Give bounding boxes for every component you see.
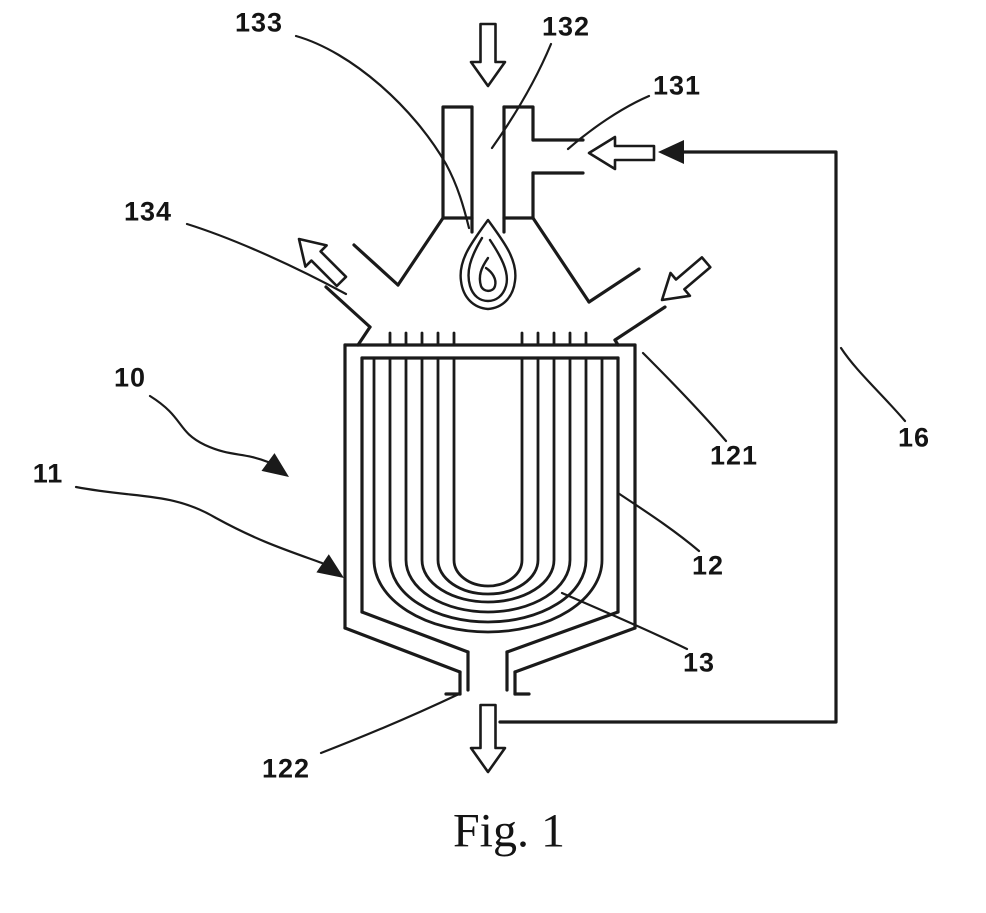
leader-11-arrowhead-icon <box>316 554 344 578</box>
flame-outer <box>459 218 517 311</box>
ref-label-131: 131 <box>652 70 702 101</box>
vessel-walls <box>343 343 637 630</box>
flame-inner-swirl <box>478 256 497 293</box>
side-inlet-pipe <box>531 138 585 175</box>
u-tube-1 <box>372 356 604 634</box>
ref-label-122: 122 <box>261 753 311 784</box>
leader-133 <box>294 34 471 230</box>
ref-label-121: 121 <box>709 440 759 471</box>
leader-131 <box>566 94 651 151</box>
leader-16 <box>839 346 907 423</box>
u-tube-3 <box>404 356 572 614</box>
ref-label-133: 133 <box>234 7 284 38</box>
recycle-pipe-path <box>498 150 838 724</box>
recycle-arrowhead-icon <box>658 140 684 164</box>
funnel-left-wall <box>356 216 445 347</box>
burner-inner-tube <box>470 105 506 234</box>
burner-outer-left <box>441 105 474 220</box>
vessel-shell <box>343 343 637 696</box>
tube-stub-row <box>388 331 588 347</box>
right-feed-arrow-icon <box>660 256 712 302</box>
leader-11 <box>74 485 324 565</box>
u-tube-5 <box>436 356 540 596</box>
leader-132 <box>490 42 553 150</box>
left-vent-nozzle-walls <box>324 243 400 329</box>
recycle-line <box>498 140 838 724</box>
leader-121 <box>641 351 728 443</box>
u-tube-6 <box>452 356 524 588</box>
bottom-outlet-arrow-icon <box>469 703 507 774</box>
leader-lines <box>74 34 907 755</box>
flame <box>459 218 517 311</box>
leader-10 <box>148 394 270 464</box>
funnel-right-wall <box>531 216 620 347</box>
left-vent-arrow-icon <box>297 237 348 288</box>
u-tube-2 <box>388 356 588 624</box>
right-feed-nozzle-walls <box>587 267 667 342</box>
ref-label-10: 10 <box>113 362 147 393</box>
inner-shell <box>360 356 620 614</box>
vessel-bottom-outer <box>343 626 637 674</box>
ref-label-11: 11 <box>32 458 64 489</box>
leader-10-arrowhead-icon <box>261 453 289 477</box>
left-vent-nozzle <box>324 243 400 329</box>
burner-assembly <box>441 105 535 234</box>
tube-sheet-stubs <box>388 331 588 347</box>
u-tube-bundle <box>372 356 604 634</box>
ref-label-134: 134 <box>123 196 173 227</box>
leader-12 <box>616 491 701 553</box>
vessel-bottom-inner <box>360 610 620 654</box>
flow-arrows <box>297 22 712 774</box>
side-inlet-pipe-walls <box>531 138 585 175</box>
ref-label-12: 12 <box>691 550 725 581</box>
u-tube-4 <box>420 356 556 604</box>
flame-middle <box>467 236 509 303</box>
burner-outer-right <box>502 105 535 220</box>
top-inlet-arrow-icon <box>469 22 507 88</box>
leader-134 <box>185 222 348 296</box>
right-feed-nozzle <box>587 267 667 342</box>
ref-label-16: 16 <box>897 422 931 453</box>
ref-label-132: 132 <box>541 11 591 42</box>
figure-caption: Fig. 1 <box>452 804 566 858</box>
leader-122 <box>319 692 461 755</box>
side-inlet-arrow-icon <box>587 135 656 171</box>
outlet-stub-walls <box>458 650 517 696</box>
leader-13 <box>560 591 689 651</box>
ref-label-13: 13 <box>682 647 716 678</box>
funnel-cone <box>356 216 620 347</box>
